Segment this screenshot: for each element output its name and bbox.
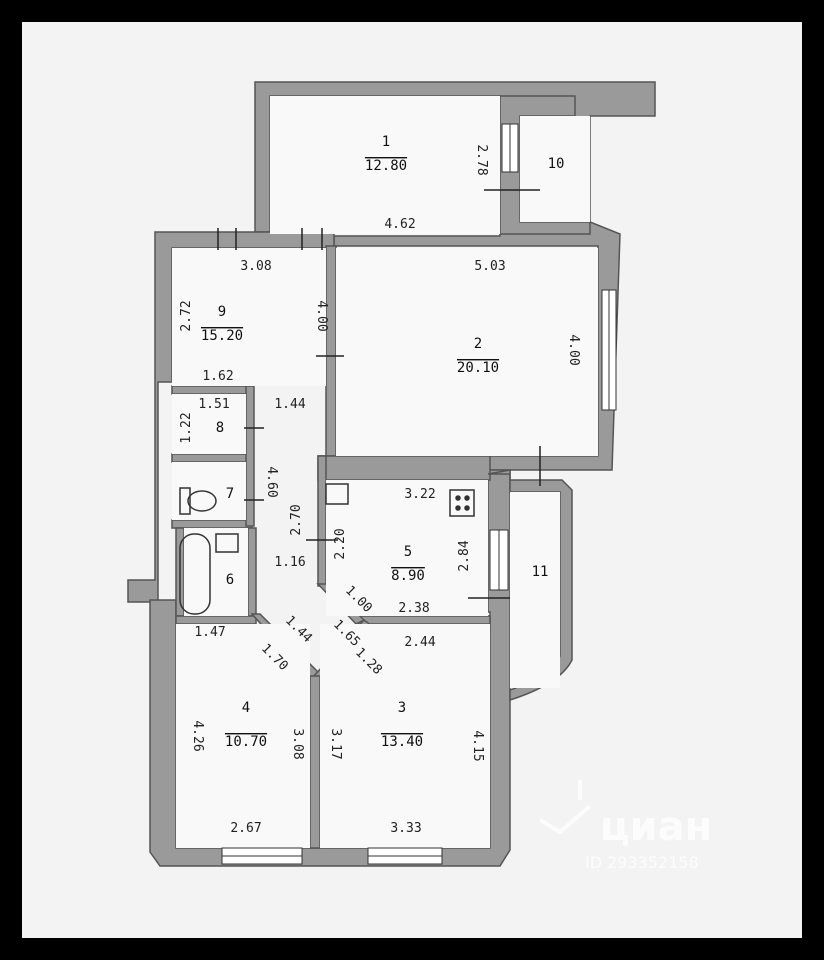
dimension-label: 5.03	[474, 259, 505, 274]
dimension-label: 4.62	[384, 217, 415, 232]
cian-logo-icon	[538, 780, 592, 835]
room-number-3: 3	[398, 700, 406, 716]
dimension-label: 3.08	[240, 259, 271, 274]
room-area-2: 20.10	[457, 360, 499, 376]
room-number-5: 5	[404, 544, 412, 560]
bathtub-icon	[179, 533, 211, 615]
room-area-9: 15.20	[201, 328, 243, 344]
sink-icon	[215, 533, 239, 553]
dimension-label: 3.08	[290, 728, 305, 759]
room-area-1: 12.80	[365, 158, 407, 174]
room-number-1: 1	[382, 134, 390, 150]
dimension-label: 2.20	[333, 528, 348, 559]
room-number-10: 10	[548, 156, 565, 172]
room-number-11: 11	[532, 564, 549, 580]
dimension-label: 1.51	[198, 397, 229, 412]
room-fills	[172, 96, 598, 848]
room-number-2: 2	[474, 336, 482, 352]
room-number-6: 6	[226, 572, 234, 588]
toilet-icon	[179, 487, 217, 515]
dimension-label: 2.38	[398, 601, 429, 616]
room-number-4: 4	[242, 700, 250, 716]
dimension-label: 2.70	[289, 504, 304, 535]
dimension-label: 4.26	[190, 720, 205, 751]
dimension-label: 3.33	[390, 821, 421, 836]
room-number-8: 8	[216, 420, 224, 436]
watermark-id: ID 293352158	[585, 853, 699, 872]
room-labels: 1 12.80 2 20.10 3 13.40 4 10.70 5 8.90 6 7 8 9 15.20 10…	[201, 134, 565, 750]
dimension-label: 2.84	[457, 540, 472, 571]
watermark-brand: циан	[600, 804, 712, 850]
dimension-label: 4.00	[566, 334, 581, 365]
room-area-5: 8.90	[391, 568, 425, 584]
dimension-label: 3.17	[328, 728, 343, 759]
door-marks	[217, 189, 541, 599]
dimension-label: 4.60	[264, 466, 279, 497]
dimension-labels: 4.62 2.78 3.08 5.03 2.72 4.00 4.00 1.62 1.51 1.44…	[179, 144, 581, 836]
dimension-label: 2.78	[474, 144, 489, 175]
room-number-7: 7	[226, 486, 234, 502]
dimension-label: 3.22	[404, 487, 435, 502]
dimension-label: 4.00	[314, 300, 329, 331]
room-area-4: 10.70	[225, 734, 267, 750]
dimension-label: 2.72	[179, 300, 194, 331]
watermark: циан ID 293352158	[538, 780, 712, 872]
dimension-label: 4.15	[470, 730, 485, 761]
dimension-label: 2.44	[404, 635, 435, 650]
room-number-9: 9	[218, 304, 226, 320]
dimension-label: 1.44	[274, 397, 305, 412]
dimension-label: 1.62	[202, 369, 233, 384]
fixtures	[179, 483, 475, 615]
room-area-3: 13.40	[381, 734, 423, 750]
dimension-label: 1.47	[194, 625, 225, 640]
dimension-label: 1.16	[274, 555, 305, 570]
dimension-label: 1.22	[179, 412, 194, 443]
dimension-label: 2.67	[230, 821, 261, 836]
windows	[221, 123, 617, 865]
kitchen-sink-icon	[325, 483, 349, 505]
stove-icon	[449, 489, 475, 517]
